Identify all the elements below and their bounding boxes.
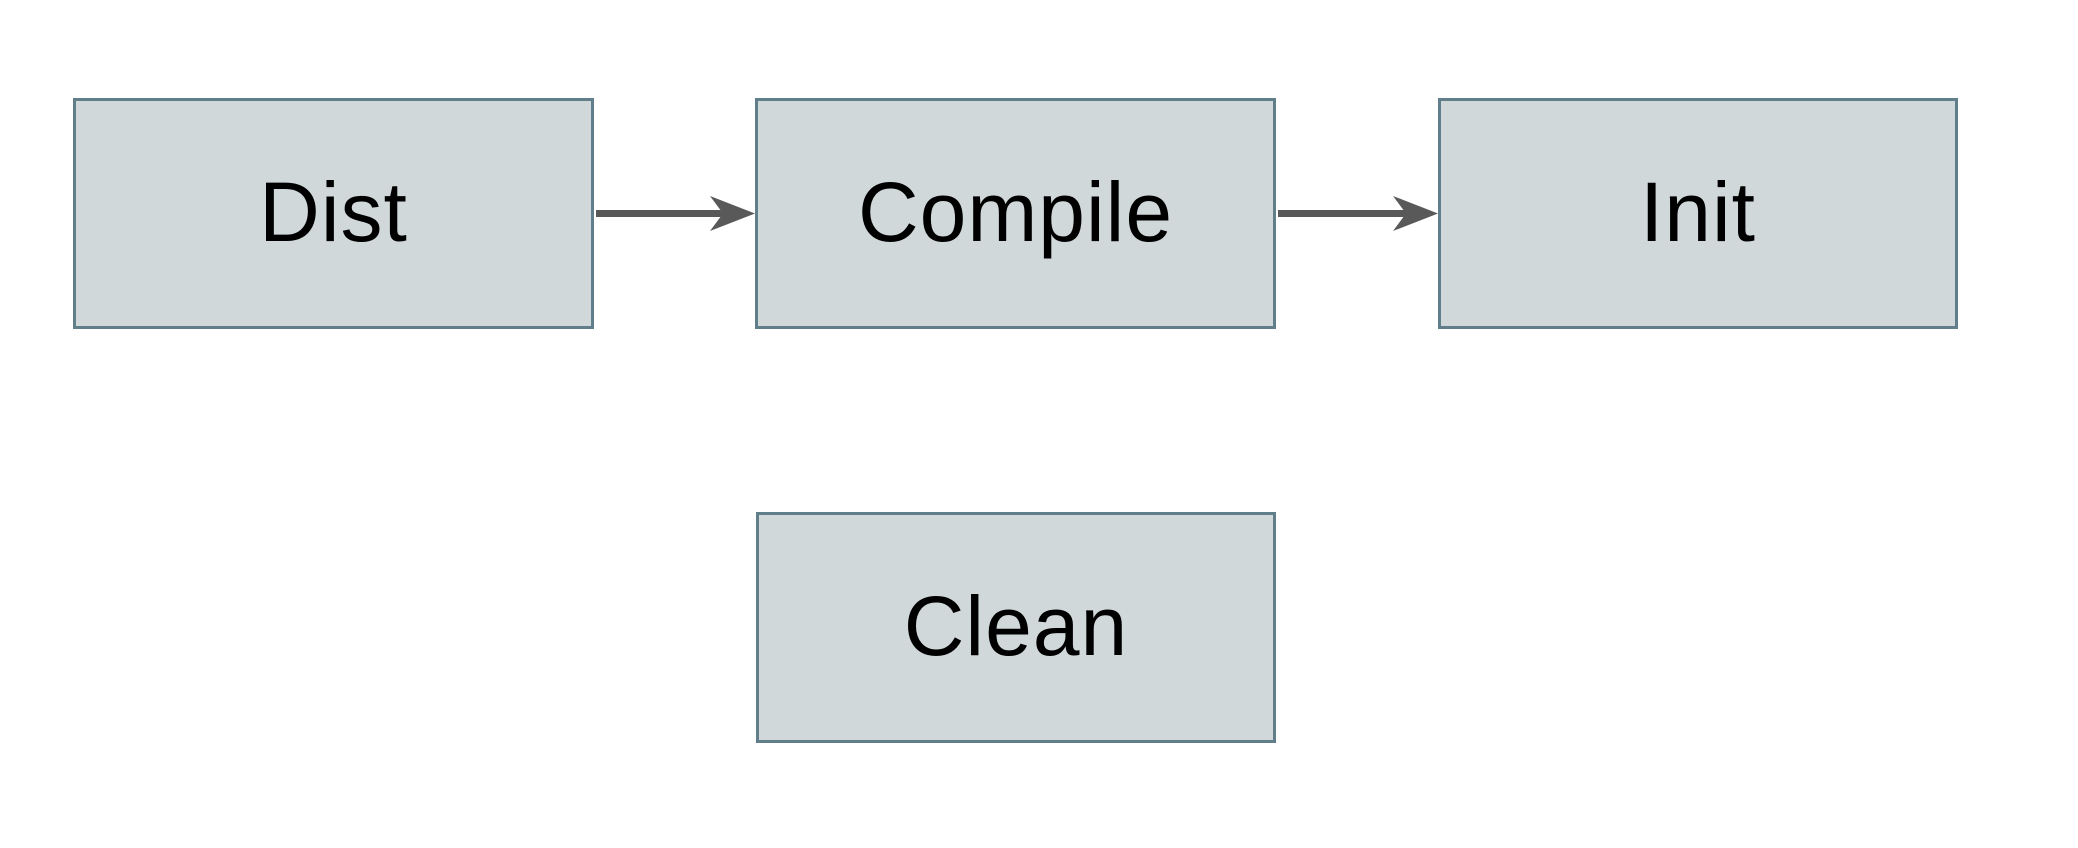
- arrowhead-icon: [1393, 196, 1438, 231]
- node-init[interactable]: Init: [1438, 98, 1958, 329]
- node-compile[interactable]: Compile: [755, 98, 1276, 329]
- arrow-compile-to-init: [1278, 196, 1438, 231]
- arrow-dist-to-compile: [596, 196, 755, 231]
- node-init-label: Init: [1639, 164, 1757, 259]
- node-compile-label: Compile: [857, 164, 1174, 259]
- node-clean[interactable]: Clean: [756, 512, 1276, 743]
- node-dist[interactable]: Dist: [73, 98, 594, 329]
- node-dist-label: Dist: [259, 164, 408, 259]
- arrowhead-icon: [710, 196, 755, 231]
- node-clean-label: Clean: [903, 578, 1129, 673]
